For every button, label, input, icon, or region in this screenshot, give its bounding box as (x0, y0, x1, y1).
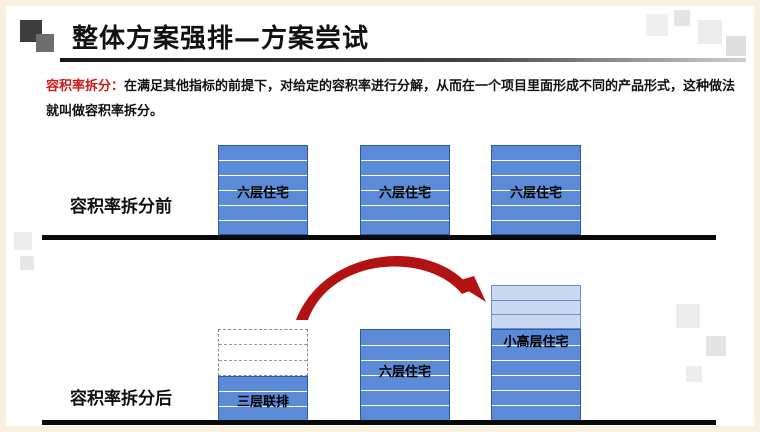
decor-square (14, 232, 32, 250)
slide: 整体方案强排—方案尝试 容积率拆分：在满足其他指标的前提下，对给定的容积率进行分… (6, 6, 754, 426)
title-underline (60, 58, 746, 62)
building-label: 三层联排 (219, 391, 307, 410)
transfer-arrow-icon (286, 246, 496, 326)
building-after-1: 三层联排 (218, 376, 308, 421)
decor-square (698, 20, 722, 44)
building-label: 六层住宅 (492, 182, 580, 201)
before-label: 容积率拆分前 (70, 192, 172, 217)
page-title: 整体方案强排—方案尝试 (72, 18, 369, 55)
description: 容积率拆分：在满足其他指标的前提下，对给定的容积率进行分解，从而在一个项目里面形… (46, 74, 736, 124)
decor-square (706, 336, 726, 356)
building-after-2: 六层住宅 (360, 329, 450, 421)
building-after-3: 小高层住宅 (491, 329, 581, 421)
building-label: 小高层住宅 (492, 331, 580, 350)
decor-square (20, 256, 34, 270)
removed-floors (218, 329, 308, 376)
description-key: 容积率拆分： (46, 79, 124, 94)
building-label: 六层住宅 (361, 361, 449, 380)
decor-square (726, 36, 746, 56)
title-square-icon-secondary (36, 34, 54, 52)
building-before-1: 六层住宅 (218, 145, 308, 235)
ground-line-after (42, 420, 716, 425)
after-label: 容积率拆分后 (70, 384, 172, 409)
decor-square (686, 366, 702, 382)
decor-square (646, 14, 668, 36)
added-floors (491, 285, 581, 329)
decor-square (676, 304, 700, 328)
building-label: 六层住宅 (361, 182, 449, 201)
ground-line-before (42, 235, 716, 240)
building-label: 六层住宅 (219, 182, 307, 201)
decor-square (674, 10, 690, 26)
description-text: 在满足其他指标的前提下，对给定的容积率进行分解，从而在一个项目里面形成不同的产品… (46, 79, 735, 119)
building-before-3: 六层住宅 (491, 145, 581, 235)
building-before-2: 六层住宅 (360, 145, 450, 235)
